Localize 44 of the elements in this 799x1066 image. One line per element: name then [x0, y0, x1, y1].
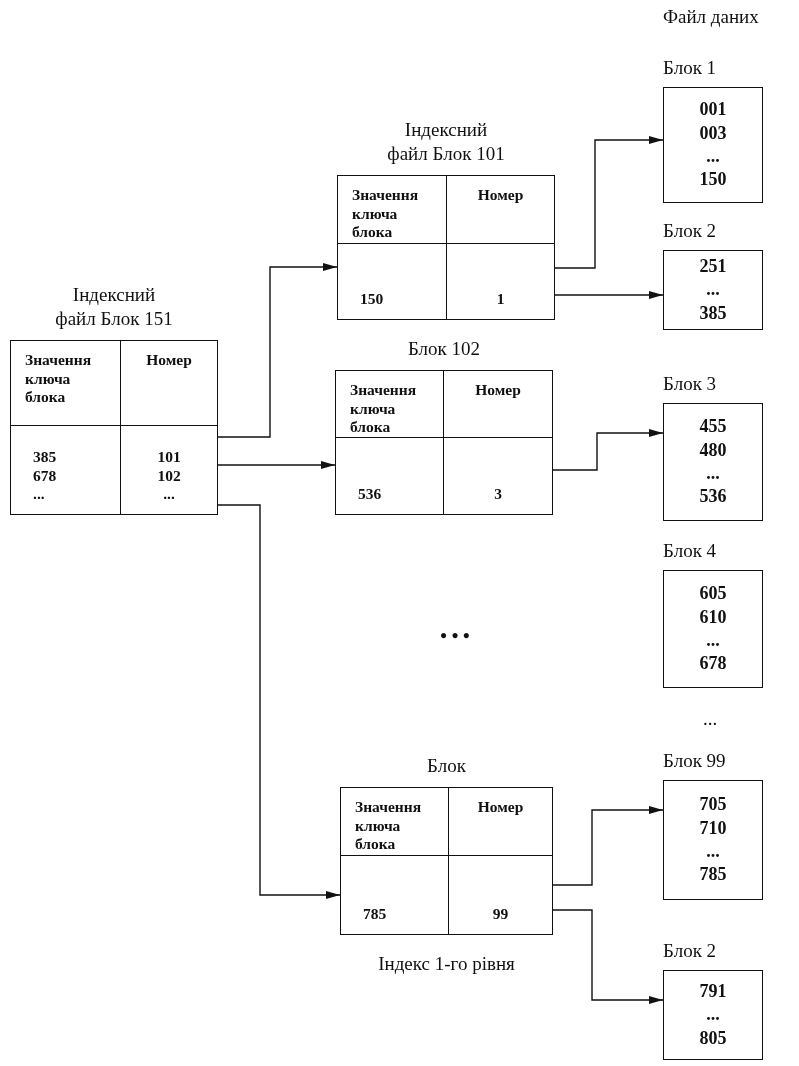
block-heading: Блок 3 [663, 372, 717, 397]
arrow [217, 504, 341, 899]
ellipsis: • • • [439, 625, 471, 648]
record-keys: 001 003 ... 150 [699, 98, 727, 192]
key-values: 536 [358, 485, 382, 504]
block-heading: Блок 1 [663, 56, 717, 81]
record-keys: 705 710 ... 785 [699, 793, 727, 887]
block-heading: Блок 4 [663, 539, 717, 564]
block-heading: Блок 99 [663, 749, 726, 774]
record-keys: 791 ... 805 [699, 979, 727, 1051]
block-heading: Блок 2 [663, 219, 717, 244]
block-heading: Індексний файл Блок 101 [386, 117, 506, 167]
column-header: Номер [477, 798, 524, 817]
ellipsis: ... [701, 708, 719, 731]
column-header: Номер [146, 351, 192, 370]
block-numbers: 99 [492, 905, 509, 924]
column-header: Значення ключа блока [350, 381, 417, 437]
arrow [554, 291, 664, 299]
block-heading: Індексний файл Блок 151 [54, 282, 174, 332]
key-values: 150 [360, 290, 384, 309]
record-keys: 605 610 ... 678 [699, 582, 727, 676]
block-heading: Блок 2 [663, 939, 717, 964]
block-numbers: 101 102 ... [157, 448, 181, 504]
key-values: 785 [363, 905, 387, 924]
block-numbers: 3 [494, 485, 502, 504]
key-values: 385 678 ... [33, 448, 57, 504]
record-keys: 251 ... 385 [699, 254, 727, 326]
record-keys: 455 480 ... 536 [699, 415, 727, 509]
arrow [554, 136, 664, 269]
column-header: Значення ключа блока [355, 798, 422, 854]
arrow [552, 806, 664, 886]
arrow [552, 909, 664, 1004]
block-heading: Блок [426, 754, 467, 779]
table-caption: Індекс 1-го рівня [378, 953, 515, 975]
block-numbers: 1 [496, 290, 505, 309]
arrow [552, 429, 664, 471]
column-header: Значення ключа блока [25, 351, 92, 407]
arrow [217, 263, 338, 438]
column-header: Номер [477, 186, 524, 205]
block-heading: Блок 102 [406, 337, 482, 362]
file-label: Файл даних [663, 6, 760, 29]
column-header: Значення ключа блока [352, 186, 419, 242]
column-header: Номер [475, 381, 521, 400]
arrow [217, 461, 336, 469]
